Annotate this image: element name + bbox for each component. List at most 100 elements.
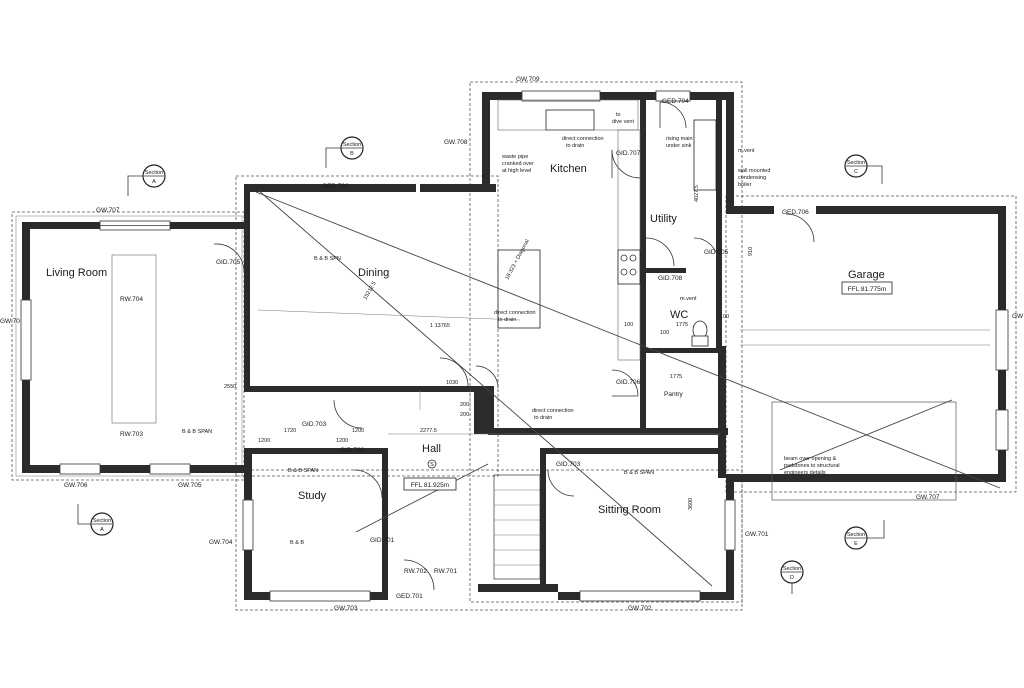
section-marker-c: Section C — [844, 154, 883, 184]
svg-text:Section: Section — [343, 142, 361, 148]
svg-text:GW.708: GW.708 — [444, 139, 468, 146]
windows — [20, 90, 1009, 602]
svg-text:3600: 3600 — [688, 498, 694, 510]
svg-text:2550: 2550 — [224, 384, 236, 390]
svg-text:S: S — [430, 462, 434, 468]
svg-text:GW.705: GW.705 — [178, 482, 202, 489]
svg-text:B & B SPAN: B & B SPAN — [182, 429, 212, 435]
svg-text:GW: GW — [1012, 313, 1024, 320]
svg-text:1 13765: 1 13765 — [430, 323, 450, 329]
svg-text:200: 200 — [460, 412, 469, 418]
svg-text:direct connection: direct connection — [532, 408, 574, 414]
svg-text:GID.707: GID.707 — [616, 150, 641, 157]
svg-text:GID.703: GID.703 — [302, 421, 327, 428]
room-pantry: Pantry — [664, 391, 684, 398]
room-kitchen: Kitchen — [550, 163, 587, 175]
svg-text:GW.709: GW.709 — [516, 76, 540, 83]
section-marker-d: Section D — [780, 560, 804, 594]
svg-text:1200: 1200 — [258, 438, 270, 444]
svg-text:E: E — [854, 541, 858, 547]
svg-text:padstones to structural: padstones to structural — [784, 463, 840, 469]
span-labels: B & B SPAN B & B SPN B & B SPAN B & B B … — [182, 256, 654, 546]
svg-text:GW.70: GW.70 — [0, 318, 20, 325]
svg-text:direct connection: direct connection — [494, 310, 536, 316]
svg-text:Section: Section — [783, 566, 801, 572]
room-garage: Garage — [848, 269, 885, 281]
svg-text:dive vent: dive vent — [612, 119, 634, 125]
section-marker-bottom-left: Section A — [77, 504, 114, 536]
svg-text:GID.705: GID.705 — [704, 249, 729, 256]
room-living: Living Room — [46, 267, 107, 279]
svg-text:100: 100 — [720, 314, 729, 320]
svg-text:4027.5: 4027.5 — [694, 185, 700, 202]
svg-text:to drain: to drain — [566, 143, 584, 149]
hall-symbol: S — [427, 459, 437, 469]
kitchen-island — [497, 249, 541, 329]
hob — [617, 249, 641, 285]
svg-text:to drain: to drain — [498, 317, 516, 323]
doors — [213, 101, 815, 591]
svg-text:2277.5: 2277.5 — [420, 428, 437, 434]
svg-text:GW.704: GW.704 — [209, 539, 233, 546]
internal-walls — [244, 100, 728, 600]
svg-text:GID.705: GID.705 — [216, 259, 241, 266]
svg-text:B & B SPAN: B & B SPAN — [624, 470, 654, 476]
annotations: direct connection to drain to dive vent … — [494, 112, 840, 476]
section-marker-e: Section E — [844, 520, 885, 550]
fireplace-hearth — [111, 254, 157, 424]
svg-text:B: B — [350, 151, 354, 157]
svg-text:B & B: B & B — [290, 540, 304, 546]
room-hall: Hall — [422, 443, 441, 455]
svg-text:GED.704: GED.704 — [662, 98, 689, 105]
svg-text:GED.703: GED.703 — [322, 183, 349, 190]
svg-text:GID.701: GID.701 — [370, 537, 395, 544]
svg-text:RW.703: RW.703 — [120, 431, 143, 438]
svg-text:Section: Section — [847, 532, 865, 538]
svg-text:m.vent: m.vent — [738, 148, 755, 154]
svg-text:GED.701: GED.701 — [396, 593, 423, 600]
svg-text:200: 200 — [460, 402, 469, 408]
svg-text:wall mounted: wall mounted — [737, 168, 770, 174]
svg-text:cranked over: cranked over — [502, 161, 534, 167]
svg-text:1200: 1200 — [336, 438, 348, 444]
rw-tags: RW.704 RW.703 RW.702 RW.701 — [120, 296, 457, 575]
svg-text:1030: 1030 — [446, 380, 458, 386]
room-dining: Dining — [358, 267, 389, 279]
svg-text:GED.706: GED.706 — [782, 209, 809, 216]
svg-text:beam over opening &: beam over opening & — [784, 456, 837, 462]
room-sitting: Sitting Room — [598, 504, 661, 516]
svg-text:GW.702: GW.702 — [628, 605, 652, 612]
svg-text:rising main: rising main — [666, 136, 693, 142]
svg-text:boiler: boiler — [738, 182, 752, 188]
setting-out-lines — [11, 81, 1017, 611]
svg-text:1200: 1200 — [352, 428, 364, 434]
room-labels: Living Room Dining Kitchen Utility WC Ga… — [46, 163, 885, 516]
svg-text:GID.703: GID.703 — [556, 461, 581, 468]
svg-text:D: D — [790, 575, 794, 581]
utility-sink — [693, 119, 717, 191]
svg-text:at high level: at high level — [502, 168, 531, 174]
kitchen-sink — [545, 109, 595, 131]
svg-text:910: 910 — [748, 247, 754, 256]
svg-text:1720: 1720 — [284, 428, 296, 434]
section-marker-a: Section A — [127, 164, 166, 196]
svg-text:waste pipe: waste pipe — [501, 154, 528, 160]
ffl-garage: FFL 81.775m — [841, 281, 893, 295]
svg-text:GW.701: GW.701 — [745, 531, 769, 538]
room-utility: Utility — [650, 213, 677, 225]
svg-text:A: A — [152, 179, 156, 185]
svg-text:15212.5: 15212.5 — [363, 281, 378, 301]
svg-text:direct connection: direct connection — [562, 136, 604, 142]
svg-text:RW.702: RW.702 — [404, 568, 427, 575]
garage-door-opening — [771, 401, 957, 501]
wall-tags: GW.707 GW.708 GW.709 GW.707 GW.706 GW.70… — [0, 76, 1024, 612]
svg-text:C: C — [854, 169, 858, 175]
svg-text:GW.703: GW.703 — [334, 605, 358, 612]
svg-text:engineers details: engineers details — [784, 470, 826, 476]
room-wc: WC — [670, 309, 688, 321]
staircase — [493, 474, 541, 580]
svg-text:to drain: to drain — [534, 415, 552, 421]
svg-text:GW.707: GW.707 — [96, 207, 120, 214]
svg-text:100: 100 — [624, 322, 633, 328]
